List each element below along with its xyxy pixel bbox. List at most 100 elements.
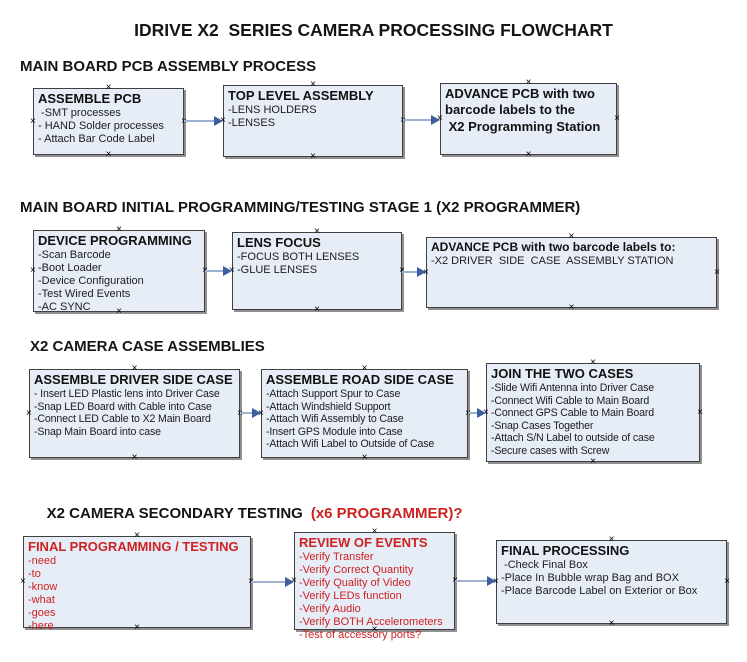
box-title: FINAL PROGRAMMING / TESTING xyxy=(28,539,239,554)
box-item: -Place Barcode Label on Exterior or Box xyxy=(501,585,698,598)
box-item: -Place In Bubble wrap Bag and BOX xyxy=(501,572,679,585)
box-items: - Insert LED Plastic lens into Driver Ca… xyxy=(34,388,235,438)
box-item: -Scan Barcode xyxy=(38,249,111,262)
connection-handle-icon: × xyxy=(568,302,575,313)
box-title: FINAL PROCESSING xyxy=(501,543,630,558)
section-heading-red-part: (x6 PROGRAMMER)? xyxy=(310,505,463,522)
box-item: -Attach Wifi Label to Outside of Case xyxy=(266,438,435,451)
connection-handle-icon: × xyxy=(399,266,405,276)
right-arrowhead-icon xyxy=(214,116,223,126)
box-items: -need-to-know-what-goes-here xyxy=(28,555,246,633)
connection-handle-icon: × xyxy=(371,526,378,537)
connection-handle-icon: × xyxy=(131,363,138,374)
section-heading-secondary-testing: X2 CAMERA SECONDARY TESTING (x6 PROGRAMME… xyxy=(30,488,463,539)
flow-box-final-programming-testing: FINAL PROGRAMMING / TESTING -need-to-kno… xyxy=(20,531,254,633)
connection-handle-icon: × xyxy=(361,452,368,463)
box-item: -Verify Quality of Video xyxy=(299,577,411,590)
box-item: -LENS HOLDERS xyxy=(228,104,317,117)
flow-box-final-processing: FINAL PROCESSING -Check Final Box-Place … xyxy=(493,535,730,629)
box-item: -Boot Loader xyxy=(38,262,102,275)
box-item: -Snap LED Board with Cable into Case xyxy=(34,400,212,413)
connection-handle-icon: × xyxy=(310,151,316,162)
connection-handle-icon: × xyxy=(525,149,532,160)
flow-box-lens-focus: LENS FOCUS -FOCUS BOTH LENSES-GLUE LENSE… xyxy=(229,227,405,315)
box-item: -GLUE LENSES xyxy=(237,264,318,277)
connection-handle-icon: × xyxy=(314,304,320,315)
connection-handle-icon: × xyxy=(105,149,112,160)
connection-handle-icon: × xyxy=(314,226,320,237)
box-item: - Attach Bar Code Label xyxy=(38,133,155,146)
box-items: -LENS HOLDERS-LENSES xyxy=(228,104,398,130)
flow-box-assemble-driver-side-case: ASSEMBLE DRIVER SIDE CASE - Insert LED P… xyxy=(26,364,243,463)
flow-box-device-programming: DEVICE PROGRAMMING -Scan Barcode-Boot Lo… xyxy=(30,225,208,317)
right-arrowhead-icon xyxy=(223,266,232,276)
box-title: ASSEMBLE DRIVER SIDE CASE xyxy=(34,372,233,387)
section-heading-pcb-assembly: MAIN BOARD PCB ASSEMBLY PROCESS xyxy=(20,58,317,75)
right-arrowhead-icon xyxy=(487,576,496,586)
right-arrowhead-icon xyxy=(285,577,294,587)
section-heading-initial-programming: MAIN BOARD INITIAL PROGRAMMING/TESTING S… xyxy=(20,199,581,216)
flow-box-join-the-two-cases: JOIN THE TWO CASES -Slide Wifi Antenna i… xyxy=(483,358,703,467)
connection-handle-icon: × xyxy=(30,265,36,276)
box-items: -Slide Wifi Antenna into Driver Case -Con… xyxy=(491,382,695,457)
section-heading-case-assemblies: X2 CAMERA CASE ASSEMBLIES xyxy=(30,338,265,355)
arrow-line xyxy=(402,271,418,273)
box-item: -Attach Wifi Assembly to Case xyxy=(266,413,404,426)
section-heading-black-part: X2 CAMERA SECONDARY TESTING xyxy=(46,505,303,522)
box-items: -SMT processes- HAND Solder processes- A… xyxy=(38,107,179,146)
box-item: -Secure cases with Screw xyxy=(491,444,610,457)
box-items: -Attach Support Spur to Case-Attach Wind… xyxy=(266,388,463,451)
connection-handle-icon: × xyxy=(371,624,378,635)
box-item: -Verify BOTH Accelerometers xyxy=(299,616,443,629)
connection-handle-icon: × xyxy=(131,452,138,463)
box-items: -X2 DRIVER SIDE CASE ASSEMBLY STATION xyxy=(431,255,712,268)
connection-handle-icon: × xyxy=(400,116,406,126)
box-item: -to xyxy=(28,568,41,581)
right-arrowhead-icon xyxy=(431,115,440,125)
box-item: -Device Configuration xyxy=(38,275,144,288)
connection-handle-icon: × xyxy=(590,357,596,368)
arrow-line xyxy=(455,580,488,582)
box-title: DEVICE PROGRAMMING xyxy=(38,233,192,248)
connection-handle-icon: × xyxy=(590,456,596,467)
box-item: -Attach S/N Label to outside of case xyxy=(491,432,655,445)
connection-handle-icon: × xyxy=(608,618,615,629)
connection-handle-icon: × xyxy=(724,576,730,587)
box-item: -goes xyxy=(28,607,56,620)
connection-handle-icon: × xyxy=(20,576,26,587)
flow-box-assemble-road-side-case: ASSEMBLE ROAD SIDE CASE -Attach Support … xyxy=(258,364,471,463)
box-item: -AC SYNC xyxy=(38,301,91,314)
box-items: -FOCUS BOTH LENSES-GLUE LENSES xyxy=(237,251,397,277)
box-items: -Scan Barcode-Boot Loader-Device Configu… xyxy=(38,249,200,314)
box-item: -Verify Correct Quantity xyxy=(299,564,414,577)
flow-box-review-of-events: REVIEW OF EVENTS -Verify Transfer-Verify… xyxy=(291,527,458,642)
box-item: -Insert GPS Module into Case xyxy=(266,425,403,438)
flow-box-advance-pcb-programming-station: ADVANCE PCB with two barcode labels to t… xyxy=(437,78,620,160)
box-item: -Verify Transfer xyxy=(299,551,374,564)
connection-handle-icon: × xyxy=(105,82,112,93)
right-arrowhead-icon xyxy=(417,267,426,277)
connection-handle-icon: × xyxy=(134,530,140,541)
connection-handle-icon: × xyxy=(361,363,368,374)
box-item: -what xyxy=(28,594,55,607)
right-arrowhead-icon xyxy=(252,408,261,418)
box-item: -know xyxy=(28,581,58,594)
flow-box-top-level-assembly: TOP LEVEL ASSEMBLY -LENS HOLDERS-LENSES … xyxy=(220,80,406,162)
box-item: -Connect GPS Cable to Main Board xyxy=(491,407,655,420)
box-item: -Snap Cases Together xyxy=(491,419,594,432)
connection-handle-icon: × xyxy=(116,306,122,317)
page-title: IDRIVE X2 SERIES CAMERA PROCESSING FLOWC… xyxy=(134,20,613,40)
flow-box-advance-pcb-case-assembly: ADVANCE PCB with two barcode labels to: … xyxy=(423,232,720,313)
connection-handle-icon: × xyxy=(714,266,720,278)
right-arrowhead-icon xyxy=(477,408,486,418)
box-item: -Verify LEDs function xyxy=(299,590,402,603)
box-item: -Slide Wifi Antenna into Driver Case xyxy=(491,382,654,395)
box-title: ADVANCE PCB with two barcode labels to t… xyxy=(445,86,601,134)
connection-handle-icon: × xyxy=(116,224,122,235)
box-items: -Verify Transfer-Verify Correct Quantity… xyxy=(299,551,450,642)
arrow-line xyxy=(184,120,215,122)
arrow-line xyxy=(251,581,286,583)
connection-handle-icon: × xyxy=(608,534,615,545)
connection-handle-icon: × xyxy=(697,406,703,418)
